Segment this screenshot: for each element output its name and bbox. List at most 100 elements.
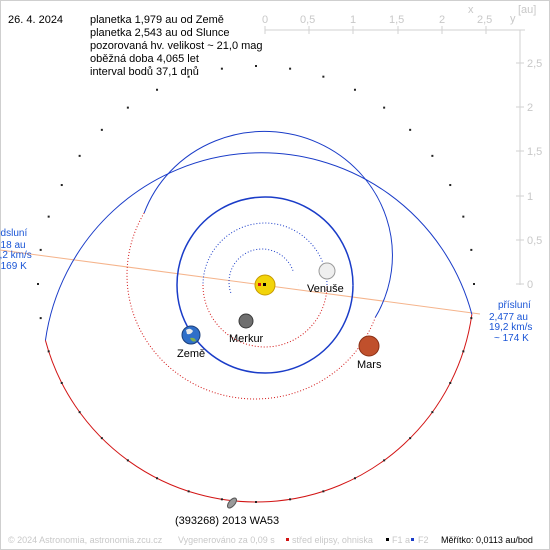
orbit-position-dot xyxy=(220,67,223,70)
y-tick-label: 0,5 xyxy=(527,235,542,247)
legend-f2-marker xyxy=(411,538,414,541)
earth-cloud xyxy=(186,328,193,335)
asteroid-label: (393268) 2013 WA53 xyxy=(175,515,279,527)
footer: © 2024 Astronomia, astronomia.zcu.cz Vyg… xyxy=(8,535,533,545)
venus-icon xyxy=(318,262,336,280)
orbit-position-dot xyxy=(289,67,292,70)
legend-f2: F2 xyxy=(418,535,429,545)
x-tick-label: 0 xyxy=(262,14,268,26)
orbit-position-dot xyxy=(462,350,465,353)
axes xyxy=(264,26,525,285)
orbit-position-dot xyxy=(39,317,42,320)
info-line: pozorovaná hv. velikost ~ 21,0 mag xyxy=(90,40,263,52)
orbit-position-dot xyxy=(255,501,257,503)
mars-icon xyxy=(358,335,380,357)
x-tick-label: 1,5 xyxy=(389,14,404,26)
perihelion-temperature: ~ 174 K xyxy=(494,333,529,344)
x-axis-letter: x xyxy=(468,4,474,16)
orbit-position-dot xyxy=(449,184,452,187)
legend-f1: F1 a xyxy=(392,535,410,545)
orbit-position-dot xyxy=(47,215,50,218)
perihelion-title: přísluní xyxy=(498,300,531,311)
earth-icon xyxy=(181,325,201,345)
orbit-position-dot xyxy=(126,459,129,462)
date-label: 26. 4. 2024 xyxy=(8,14,63,26)
earth-orbit xyxy=(176,196,354,374)
x-tick-label: 2 xyxy=(439,14,445,26)
orbit-position-dot xyxy=(449,381,452,384)
scale-label: Měřítko: 0,0113 au/bod xyxy=(441,535,533,545)
info-line: planetka 2,543 au od Slunce xyxy=(90,27,229,39)
y-tick-label: 1,5 xyxy=(527,146,542,158)
orbit-position-dot xyxy=(431,154,434,157)
orbit-position-dot xyxy=(60,381,63,384)
info-line: interval bodů 37,1 dnů xyxy=(90,66,199,78)
y-tick-label: 2,5 xyxy=(527,58,542,70)
y-axis-letter: y xyxy=(510,13,516,25)
aphelion-distance: 318 au xyxy=(0,240,26,251)
orbit-position-dot xyxy=(255,65,257,67)
x-tick-label: 2,5 xyxy=(477,14,492,26)
orbit-position-dot xyxy=(47,350,50,353)
asteroid-body xyxy=(227,497,237,509)
orbit-position-dot xyxy=(462,215,465,218)
orbit-position-dot xyxy=(431,411,434,414)
orbit-position-dot xyxy=(322,75,325,78)
aphelion-speed: 3,2 km/s xyxy=(0,250,32,261)
aphelion-info: odsluní 318 au 3,2 km/s ~ 169 K xyxy=(0,228,32,272)
orbit-position-dot xyxy=(409,437,412,440)
asteroid-orbit-lower xyxy=(44,314,473,503)
y-tick-label: 0 xyxy=(527,279,533,291)
info-line: oběžná doba 4,065 let xyxy=(90,53,199,65)
sun xyxy=(254,274,276,296)
perihelion-info: přísluní 2,477 au 19,2 km/s ~ 174 K xyxy=(489,300,532,344)
orbit-position-dot xyxy=(322,490,325,493)
mars-orbit-upper xyxy=(143,130,393,318)
mercury-orbit-upper xyxy=(228,248,294,294)
orbit-position-dot xyxy=(289,498,292,501)
orbit-position-dot xyxy=(100,437,103,440)
legend-center-marker xyxy=(286,538,289,541)
orbit-position-dot xyxy=(353,88,356,91)
x-tick-label: 1 xyxy=(350,14,356,26)
orbit-position-dot xyxy=(156,477,159,480)
orbit-position-dot xyxy=(220,498,223,501)
ellipse-center-marker xyxy=(258,283,261,286)
orbit-position-dot xyxy=(473,283,475,285)
legend-f1-marker xyxy=(386,538,389,541)
orbit-position-dot xyxy=(37,283,39,285)
orbit-position-dot xyxy=(78,411,81,414)
orbit-position-dot xyxy=(470,317,473,320)
orbit-position-dot xyxy=(39,248,42,251)
orbit-position-dot xyxy=(78,154,81,157)
orbit-position-dot xyxy=(383,106,386,109)
orbit-position-dot xyxy=(126,106,129,109)
focus-marker xyxy=(263,283,266,286)
legend-center: střed elipsy, ohniska xyxy=(292,535,373,545)
mercury-label: Merkur xyxy=(229,333,264,345)
orbit-position-dot xyxy=(156,88,159,91)
orbit-position-dot xyxy=(383,459,386,462)
y-tick-label: 1 xyxy=(527,191,533,203)
earth-disc xyxy=(181,325,201,345)
y-tick-label: 2 xyxy=(527,102,533,114)
mercury-icon xyxy=(238,313,254,329)
orbits xyxy=(44,130,473,503)
info-line: planetka 1,979 au od Země xyxy=(90,14,224,26)
generated-time: Vygenerováno za 0,09 s xyxy=(178,535,275,545)
mars-label: Mars xyxy=(357,359,382,371)
orbit-position-dot xyxy=(409,128,412,131)
asteroid-orbit-upper xyxy=(44,152,473,341)
axis-unit: [au] xyxy=(518,4,536,16)
mars-orbit-lower xyxy=(126,212,376,400)
orbit-position-dot xyxy=(470,248,473,251)
perihelion-speed: 19,2 km/s xyxy=(489,322,532,333)
venus-label: Venuše xyxy=(307,283,344,295)
aphelion-title: odsluní xyxy=(0,228,27,239)
asteroid-icon xyxy=(227,497,237,509)
earth-land xyxy=(190,337,196,342)
earth-label: Země xyxy=(177,348,205,360)
aphelion-temperature: ~ 169 K xyxy=(0,261,27,272)
